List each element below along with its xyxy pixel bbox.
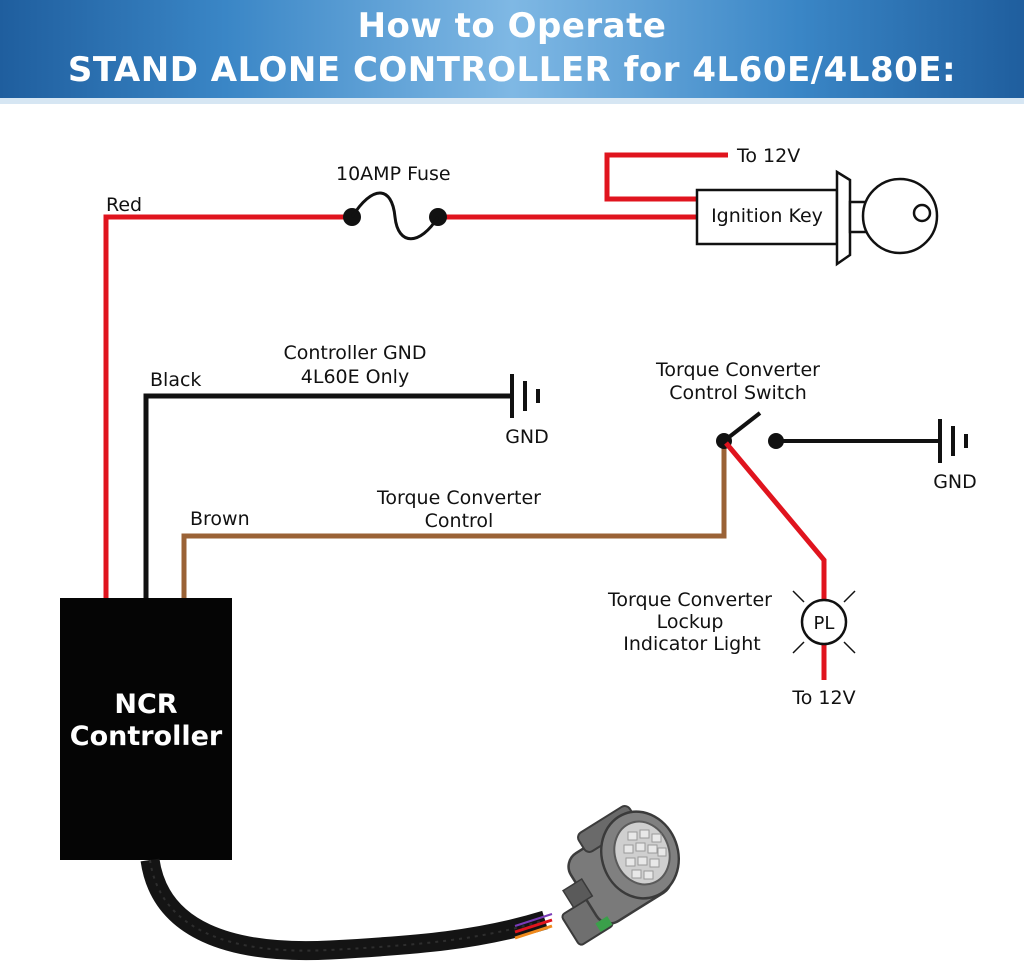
label-tcc-switch-line1: Torque Converter (655, 359, 820, 381)
label-tcc-switch-line2: Control Switch (669, 382, 807, 404)
lamp-symbol-label: PL (814, 613, 835, 634)
label-controller-gnd-line1: Controller GND (283, 342, 426, 364)
controller-label-line2: Controller (70, 721, 223, 752)
label-lamp-line1: Torque Converter (607, 589, 772, 611)
fuse-icon (343, 191, 447, 241)
header-underline (0, 98, 1024, 104)
ground-icon (938, 419, 968, 463)
label-gnd-left: GND (505, 426, 549, 448)
red-wire-to-12v (604, 152, 728, 202)
label-to-12v-bottom: To 12V (791, 687, 855, 709)
label-brown: Brown (190, 508, 250, 530)
header-banner: How to Operate STAND ALONE CONTROLLER fo… (0, 0, 1024, 98)
label-lamp-line3: Indicator Light (623, 633, 760, 655)
label-tcc-control-line2: Control (425, 510, 494, 532)
lamp-icon: PL (792, 590, 856, 654)
label-gnd-right: GND (933, 471, 977, 493)
black-wire (143, 393, 510, 600)
brown-wire (181, 441, 727, 600)
label-tcc-control-line1: Torque Converter (376, 487, 541, 509)
header-title-line1: How to Operate (357, 6, 667, 46)
red-wire-lamp (724, 441, 827, 680)
label-black: Black (150, 369, 201, 391)
controller-label-line1: NCR (114, 689, 177, 720)
label-red: Red (106, 194, 142, 216)
label-fuse: 10AMP Fuse (336, 163, 451, 185)
header-title-line2: STAND ALONE CONTROLLER for 4L60E/4L80E: (67, 50, 957, 90)
connector-icon (561, 805, 680, 946)
ground-icon (510, 374, 540, 418)
ncr-controller: NCR Controller (60, 598, 232, 860)
label-lamp-line2: Lockup (657, 611, 724, 633)
key-icon (695, 169, 939, 267)
label-to-12v-top: To 12V (736, 145, 800, 167)
red-wire-main (103, 214, 701, 603)
harness-cable (140, 858, 553, 961)
label-controller-gnd-line2: 4L60E Only (301, 366, 409, 388)
label-ignition-key: Ignition Key (711, 205, 823, 227)
